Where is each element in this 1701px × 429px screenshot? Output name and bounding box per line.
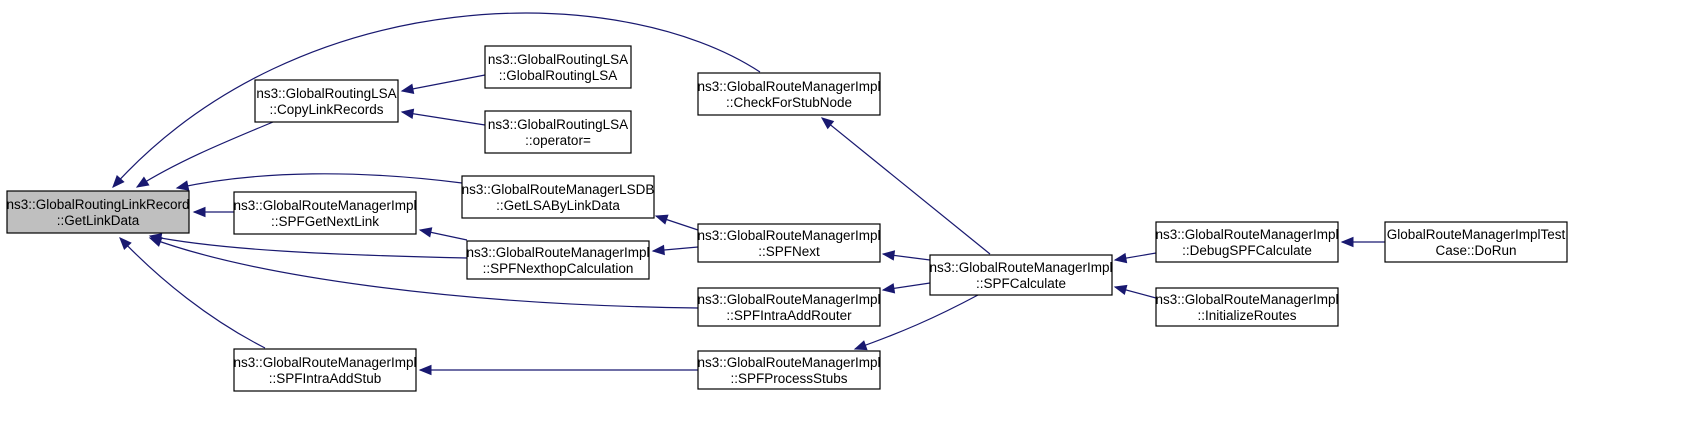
node-label-line2: ::SPFCalculate — [976, 276, 1066, 291]
node-box-debug_calc — [1155, 221, 1339, 263]
node-link_data[interactable]: ns3::GlobalRoutingLinkRecord::GetLinkDat… — [6, 190, 190, 234]
edge-lsa_op-to-copy_link — [401, 111, 486, 126]
node-copy_link[interactable]: ns3::GlobalRoutingLSA::CopyLinkRecords — [254, 79, 399, 123]
node-check_stub[interactable]: ns3::GlobalRouteManagerImpl::CheckForStu… — [697, 72, 881, 116]
arrowhead-spf_next-to-nexthop — [651, 244, 665, 256]
edges-layer — [112, 12, 1385, 376]
arrowhead-next_link-to-link_data — [192, 206, 206, 218]
arrowhead-debug_calc-to-spf_calc — [1113, 252, 1128, 264]
arrowhead-lsa_op-to-copy_link — [400, 108, 415, 119]
node-label-line2: ::InitializeRoutes — [1197, 308, 1296, 323]
node-label-line2: Case::DoRun — [1435, 243, 1516, 258]
arrowhead-init_routes-to-spf_calc — [1113, 284, 1128, 296]
node-box-proc_stubs — [697, 350, 881, 390]
edge-lsa_ctor-to-copy_link — [401, 74, 486, 92]
edge-get_lsa-to-link_data — [176, 173, 463, 189]
node-label-line2: ::SPFNext — [758, 244, 820, 259]
node-label-line2: ::SPFIntraAddRouter — [726, 308, 852, 323]
node-spf_calc[interactable]: ns3::GlobalRouteManagerImpl::SPFCalculat… — [929, 254, 1113, 296]
node-box-add_router — [697, 287, 881, 327]
node-proc_stubs[interactable]: ns3::GlobalRouteManagerImpl::SPFProcessS… — [697, 350, 881, 390]
node-box-lsa_ctor — [484, 45, 632, 89]
edge-check_stub-to-link_data — [112, 12, 761, 188]
arrowhead-nexthop-to-next_link — [418, 227, 433, 238]
node-spf_next[interactable]: ns3::GlobalRouteManagerImpl::SPFNext — [697, 223, 881, 263]
edge-add_stub-to-link_data — [119, 237, 266, 349]
node-label-line1: ns3::GlobalRoutingLSA — [488, 117, 628, 132]
node-box-copy_link — [254, 79, 399, 123]
edge-spf_calc-to-check_stub — [821, 117, 991, 255]
node-label-line2: ::SPFIntraAddStub — [269, 371, 382, 386]
arrowhead-spf_calc-to-spf_next — [881, 250, 896, 261]
arrowhead-lsa_ctor-to-copy_link — [400, 83, 415, 94]
node-next_link[interactable]: ns3::GlobalRouteManagerImpl::SPFGetNextL… — [233, 191, 417, 235]
node-box-nexthop — [466, 240, 650, 280]
node-box-lsa_op — [484, 110, 632, 154]
arrowhead-add_stub-to-link_data — [119, 237, 132, 250]
node-label-line2: ::GlobalRoutingLSA — [499, 68, 618, 83]
node-init_routes[interactable]: ns3::GlobalRouteManagerImpl::InitializeR… — [1155, 287, 1339, 327]
node-label-line1: ns3::GlobalRouteManagerImpl — [697, 355, 880, 370]
node-box-test_run — [1384, 221, 1568, 263]
node-label-line1: ns3::GlobalRoutingLinkRecord — [6, 197, 189, 212]
node-label-line2: ::SPFNexthopCalculation — [483, 261, 634, 276]
node-label-line2: ::GetLinkData — [57, 213, 140, 228]
arrowhead-get_lsa-to-link_data — [175, 180, 190, 191]
node-label-line1: ns3::GlobalRouteManagerImpl — [1155, 292, 1338, 307]
arrowhead-check_stub-to-link_data — [112, 174, 125, 188]
node-label-line1: ns3::GlobalRouteManagerImpl — [929, 260, 1112, 275]
arrowhead-spf_next-to-get_lsa — [654, 214, 669, 225]
node-label-line2: ::SPFProcessStubs — [730, 371, 847, 386]
node-box-spf_calc — [929, 254, 1113, 296]
node-lsa_op[interactable]: ns3::GlobalRoutingLSA::operator= — [484, 110, 632, 154]
node-get_lsa[interactable]: ns3::GlobalRouteManagerLSDB::GetLSAByLin… — [461, 175, 655, 219]
arrowhead-copy_link-to-link_data — [135, 176, 150, 188]
node-label-line2: ::DebugSPFCalculate — [1182, 243, 1312, 258]
node-label-line2: ::CopyLinkRecords — [269, 102, 383, 117]
node-box-next_link — [233, 191, 417, 235]
node-label-line2: ::operator= — [525, 133, 591, 148]
arrowhead-spf_calc-to-add_router — [881, 283, 896, 294]
node-label-line1: ns3::GlobalRouteManagerLSDB — [462, 182, 655, 197]
arrowhead-add_router-to-link_data — [148, 237, 163, 247]
nodes-layer: ns3::GlobalRoutingLinkRecord::GetLinkDat… — [6, 45, 1568, 392]
node-box-link_data — [6, 190, 190, 234]
node-add_stub[interactable]: ns3::GlobalRouteManagerImpl::SPFIntraAdd… — [233, 348, 417, 392]
node-label-line1: ns3::GlobalRouteManagerImpl — [1155, 227, 1338, 242]
node-label-line1: ns3::GlobalRouteManagerImpl — [466, 245, 649, 260]
node-label-line2: ::CheckForStubNode — [726, 95, 852, 110]
node-label-line1: GlobalRouteManagerImplTest — [1387, 227, 1566, 242]
node-add_router[interactable]: ns3::GlobalRouteManagerImpl::SPFIntraAdd… — [697, 287, 881, 327]
node-label-line1: ns3::GlobalRouteManagerImpl — [697, 228, 880, 243]
node-nexthop[interactable]: ns3::GlobalRouteManagerImpl::SPFNexthopC… — [466, 240, 650, 280]
node-label-line1: ns3::GlobalRouteManagerImpl — [697, 292, 880, 307]
node-label-line2: ::GetLSAByLinkData — [496, 198, 620, 213]
edge-copy_link-to-link_data — [136, 121, 274, 188]
edge-nexthop-to-link_data — [149, 235, 468, 259]
arrowhead-test_run-to-debug_calc — [1340, 236, 1354, 248]
edge-spf_calc-to-proc_stubs — [854, 294, 979, 350]
node-lsa_ctor[interactable]: ns3::GlobalRoutingLSA::GlobalRoutingLSA — [484, 45, 632, 89]
node-box-check_stub — [697, 72, 881, 116]
node-label-line1: ns3::GlobalRoutingLSA — [488, 52, 628, 67]
node-box-add_stub — [233, 348, 417, 392]
edge-add_router-to-link_data — [149, 237, 699, 309]
arrowhead-proc_stubs-to-add_stub — [418, 364, 432, 376]
node-label-line1: ns3::GlobalRouteManagerImpl — [233, 198, 416, 213]
node-box-get_lsa — [461, 175, 655, 219]
node-box-spf_next — [697, 223, 881, 263]
node-label-line1: ns3::GlobalRouteManagerImpl — [697, 79, 880, 94]
node-label-line1: ns3::GlobalRouteManagerImpl — [233, 355, 416, 370]
node-label-line1: ns3::GlobalRoutingLSA — [256, 86, 396, 101]
node-label-line2: ::SPFGetNextLink — [271, 214, 379, 229]
arrowhead-spf_calc-to-check_stub — [820, 117, 835, 130]
node-box-init_routes — [1155, 287, 1339, 327]
node-debug_calc[interactable]: ns3::GlobalRouteManagerImpl::DebugSPFCal… — [1155, 221, 1339, 263]
arrowhead-spf_calc-to-proc_stubs — [853, 340, 868, 351]
